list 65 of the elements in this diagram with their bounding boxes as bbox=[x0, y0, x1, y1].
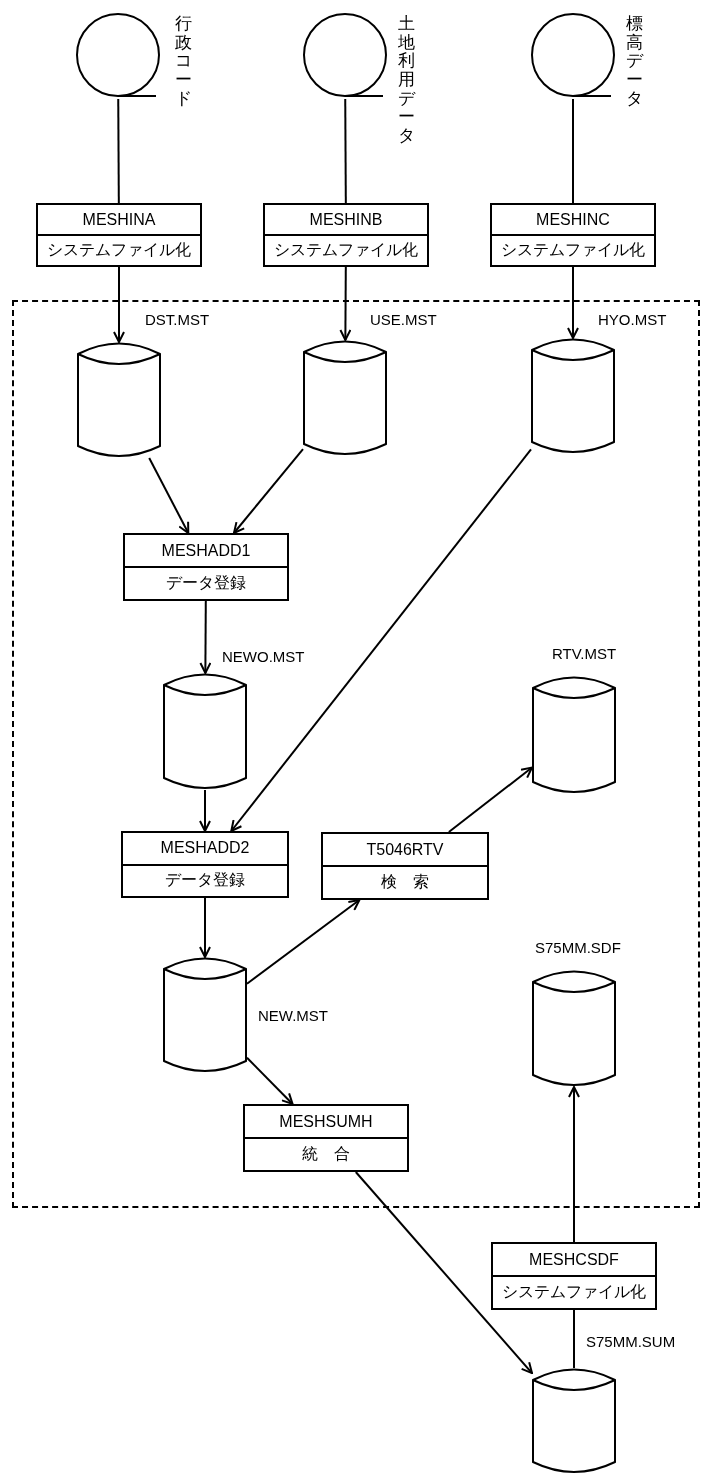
process-description: データ登録 bbox=[123, 863, 287, 896]
connector-line bbox=[573, 1309, 575, 1369]
process-box bbox=[490, 203, 656, 267]
disk-file-cylinder bbox=[163, 673, 247, 790]
disk-file-cylinder bbox=[532, 970, 616, 1087]
process-box bbox=[123, 533, 289, 601]
arrow bbox=[148, 457, 190, 534]
tape-symbol bbox=[303, 13, 387, 99]
arrow bbox=[568, 1086, 580, 1243]
connector-line bbox=[117, 98, 120, 204]
file-name-label: USE.MST bbox=[370, 311, 437, 328]
arrow bbox=[230, 448, 532, 832]
process-description: データ登録 bbox=[125, 566, 287, 599]
file-name-label: DST.MST bbox=[145, 311, 210, 328]
disk-file-cylinder bbox=[532, 676, 616, 794]
program-name: MESHSUMH bbox=[278, 1111, 374, 1132]
program-name: MESHINC bbox=[535, 209, 611, 230]
arrow bbox=[246, 899, 361, 985]
tape-label: 行政コード bbox=[175, 15, 192, 109]
program-name: MESHINB bbox=[308, 209, 384, 230]
process-description: システムファイル化 bbox=[493, 1275, 655, 1308]
tape-label: 土地利用データ bbox=[398, 15, 415, 146]
process-description: システムファイル化 bbox=[492, 234, 654, 265]
file-name-label: NEWO.MST bbox=[222, 648, 305, 665]
disk-file-cylinder bbox=[77, 342, 161, 458]
program-name: T5046RTV bbox=[365, 839, 445, 860]
arrow bbox=[199, 600, 212, 674]
process-box bbox=[491, 1242, 657, 1310]
arrow bbox=[567, 266, 579, 339]
arrow bbox=[199, 789, 211, 832]
arrow bbox=[199, 897, 211, 958]
process-description: 検 索 bbox=[323, 865, 487, 898]
process-box bbox=[121, 831, 289, 898]
disk-file-cylinder bbox=[532, 1368, 616, 1474]
arrow bbox=[113, 266, 125, 343]
connector-line bbox=[572, 98, 574, 204]
arrow bbox=[232, 448, 304, 534]
arrow bbox=[339, 266, 352, 341]
program-name: MESHADD1 bbox=[160, 540, 252, 561]
file-name-label: RTV.MST bbox=[552, 645, 617, 662]
arrow bbox=[246, 1056, 294, 1105]
disk-file-cylinder bbox=[163, 957, 247, 1073]
process-description: 統 合 bbox=[245, 1137, 407, 1170]
program-name: MESHADD2 bbox=[159, 838, 251, 859]
file-name-label: HYO.MST bbox=[598, 311, 667, 328]
tape-label: 標高データ bbox=[626, 15, 643, 109]
program-name: MESHCSDF bbox=[528, 1249, 620, 1270]
process-description: システムファイル化 bbox=[265, 234, 427, 265]
process-box bbox=[243, 1104, 409, 1172]
disk-file-cylinder bbox=[303, 340, 387, 456]
process-box bbox=[321, 832, 489, 900]
tape-symbol bbox=[76, 13, 160, 99]
tape-symbol bbox=[531, 13, 615, 99]
file-name-label: S75MM.SUM bbox=[586, 1333, 676, 1350]
arrow bbox=[354, 1171, 533, 1375]
process-box bbox=[263, 203, 429, 267]
file-name-label: S75MM.SDF bbox=[535, 939, 621, 956]
connector-line bbox=[344, 98, 347, 204]
file-name-label: NEW.MST bbox=[258, 1007, 328, 1024]
process-box bbox=[36, 203, 202, 267]
process-description: システムファイル化 bbox=[38, 234, 200, 265]
program-name: MESHINA bbox=[81, 209, 157, 230]
arrow bbox=[447, 766, 533, 833]
dashed-boundary bbox=[12, 300, 700, 1208]
disk-file-cylinder bbox=[531, 338, 615, 454]
